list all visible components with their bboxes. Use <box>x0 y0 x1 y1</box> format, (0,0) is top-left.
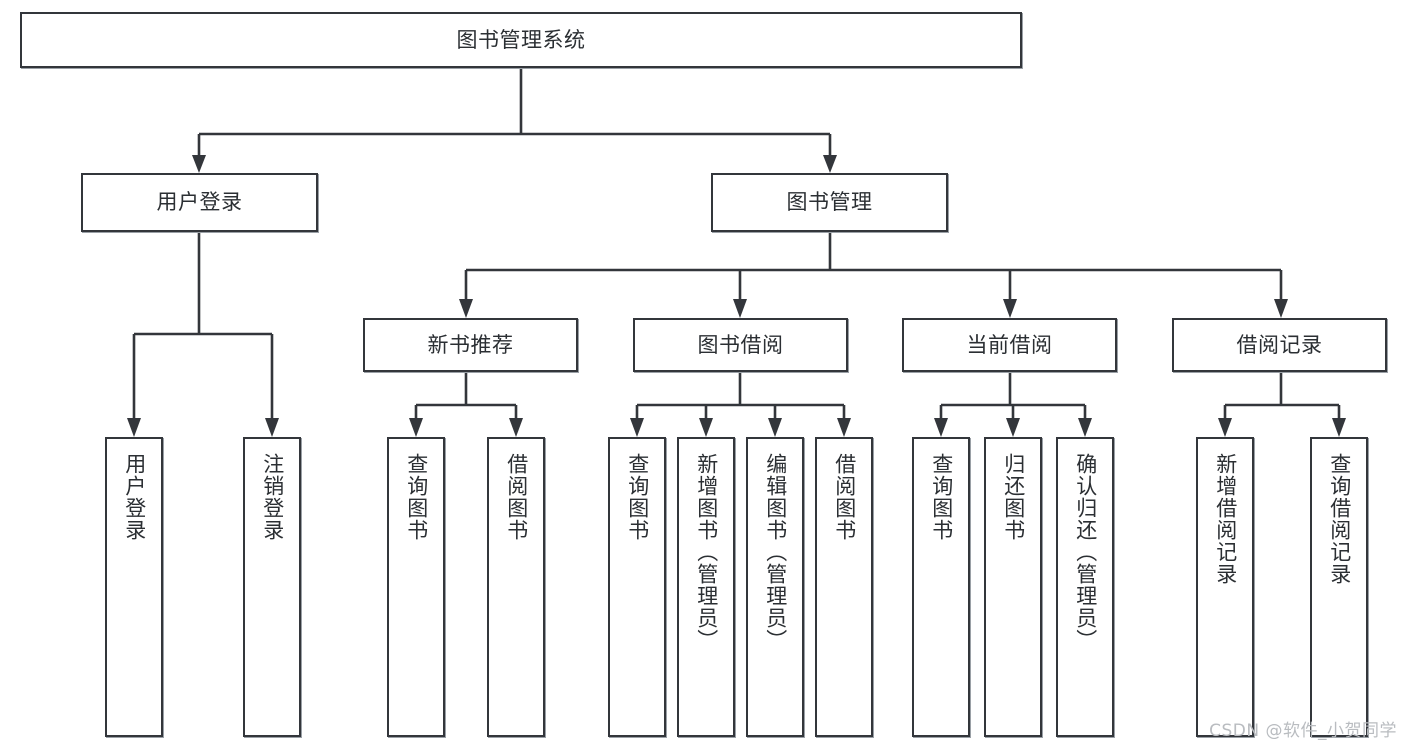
node-new-book-recommend[interactable]: 新书推荐 <box>363 318 578 372</box>
node-leaf-user-login-label: 用户登录 <box>122 453 147 541</box>
arrow-book-borrow-to-leaf3 <box>768 418 782 437</box>
node-root[interactable]: 图书管理系统 <box>20 12 1022 68</box>
node-book-manage-label: 图书管理 <box>786 190 873 214</box>
node-leaf-confirm-return[interactable]: 确认归还（管理员） <box>1056 437 1114 737</box>
arrow-root-to-book-manage <box>823 155 837 173</box>
node-leaf-logout-label: 注销登录 <box>260 453 285 541</box>
node-user-login-label: 用户登录 <box>156 190 243 214</box>
node-leaf-query-record-label: 查询借阅记录 <box>1327 453 1352 585</box>
node-leaf-query-record[interactable]: 查询借阅记录 <box>1310 437 1368 737</box>
node-leaf-query-book-3-label: 查询图书 <box>929 453 954 541</box>
arrow-new-book-to-leaf2 <box>509 418 523 437</box>
node-leaf-edit-book-label: 编辑图书（管理员） <box>763 453 788 651</box>
node-leaf-add-record-label: 新增借阅记录 <box>1213 453 1238 585</box>
node-borrow-record-label: 借阅记录 <box>1236 332 1323 357</box>
node-book-borrow[interactable]: 图书借阅 <box>633 318 848 372</box>
node-root-label: 图书管理系统 <box>456 27 586 52</box>
arrow-book-manage-to-new-book <box>459 299 473 318</box>
node-leaf-confirm-return-label: 确认归还（管理员） <box>1073 453 1098 651</box>
node-borrow-record[interactable]: 借阅记录 <box>1172 318 1387 372</box>
node-leaf-user-login[interactable]: 用户登录 <box>105 437 163 737</box>
node-current-borrow[interactable]: 当前借阅 <box>902 318 1117 372</box>
node-leaf-return-book-label: 归还图书 <box>1001 453 1026 541</box>
arrow-book-borrow-to-leaf2 <box>699 418 713 437</box>
arrow-book-borrow-to-leaf4 <box>837 418 851 437</box>
arrow-user-login-to-leaf2 <box>265 418 279 437</box>
node-current-borrow-label: 当前借阅 <box>966 332 1053 357</box>
arrow-root-to-user-login <box>192 155 206 173</box>
node-leaf-borrow-book-2-label: 借阅图书 <box>832 453 857 541</box>
node-user-login[interactable]: 用户登录 <box>81 173 318 232</box>
node-leaf-add-book[interactable]: 新增图书（管理员） <box>677 437 735 737</box>
node-new-book-recommend-label: 新书推荐 <box>427 332 514 357</box>
node-leaf-query-book-2[interactable]: 查询图书 <box>608 437 666 737</box>
arrow-current-borrow-to-leaf2 <box>1006 418 1020 437</box>
node-leaf-add-record[interactable]: 新增借阅记录 <box>1196 437 1254 737</box>
arrow-new-book-to-leaf1 <box>409 418 423 437</box>
node-leaf-query-book-1-label: 查询图书 <box>404 453 429 541</box>
watermark: CSDN @软件_小贺同学 <box>1209 721 1397 741</box>
arrow-current-borrow-to-leaf3 <box>1078 418 1092 437</box>
arrow-borrow-record-to-leaf1 <box>1218 418 1232 437</box>
node-leaf-query-book-3[interactable]: 查询图书 <box>912 437 970 737</box>
arrow-borrow-record-to-leaf2 <box>1332 418 1346 437</box>
node-leaf-borrow-book-1-label: 借阅图书 <box>504 453 529 541</box>
node-leaf-return-book[interactable]: 归还图书 <box>984 437 1042 737</box>
arrow-book-borrow-to-leaf1 <box>630 418 644 437</box>
arrow-user-login-to-leaf1 <box>127 418 141 437</box>
arrow-book-manage-to-book-borrow <box>733 299 747 318</box>
node-leaf-query-book-2-label: 查询图书 <box>625 453 650 541</box>
node-leaf-borrow-book-1[interactable]: 借阅图书 <box>487 437 545 737</box>
node-leaf-add-book-label: 新增图书（管理员） <box>694 453 719 651</box>
node-book-manage[interactable]: 图书管理 <box>711 173 948 232</box>
node-leaf-logout[interactable]: 注销登录 <box>243 437 301 737</box>
arrow-current-borrow-to-leaf1 <box>934 418 948 437</box>
node-leaf-query-book-1[interactable]: 查询图书 <box>387 437 445 737</box>
node-book-borrow-label: 图书借阅 <box>697 332 784 357</box>
node-leaf-edit-book[interactable]: 编辑图书（管理员） <box>746 437 804 737</box>
arrow-book-manage-to-current-borrow <box>1003 299 1017 318</box>
arrow-book-manage-to-borrow-record <box>1274 299 1288 318</box>
node-leaf-borrow-book-2[interactable]: 借阅图书 <box>815 437 873 737</box>
